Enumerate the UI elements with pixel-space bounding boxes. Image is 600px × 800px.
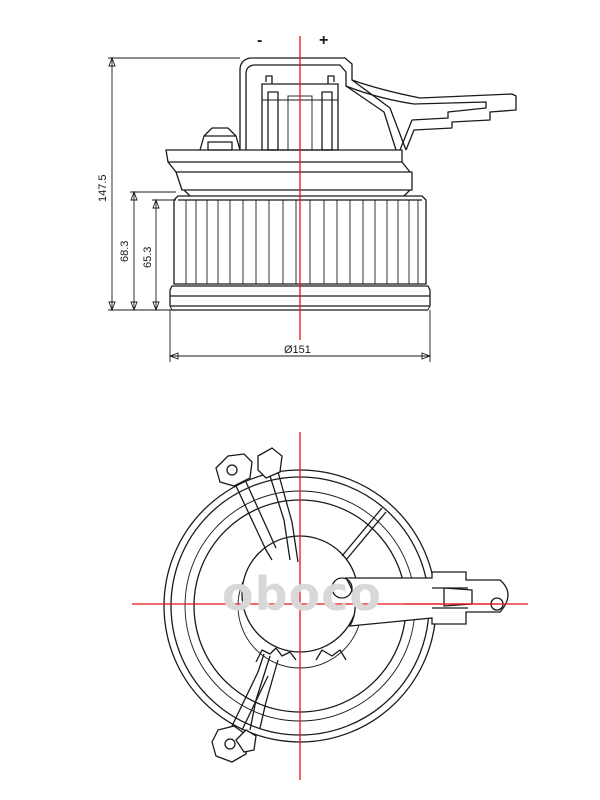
housing-height-label: 68.3	[119, 241, 131, 262]
minus-terminal-label: -	[257, 32, 262, 49]
motor-housing	[165, 127, 413, 197]
overall-height-label: 147.5	[97, 174, 109, 202]
fan-blades	[185, 200, 419, 284]
top-view	[132, 432, 528, 780]
dimension-lines	[108, 56, 432, 362]
connector-arm	[331, 571, 509, 627]
upper-terminal	[215, 447, 299, 563]
plus-terminal-label: +	[319, 32, 328, 49]
side-view: - + 147.5 68.3 65.3 Ø151	[97, 32, 517, 362]
watermark-logo: oboco	[222, 567, 382, 621]
connector-housing	[239, 57, 517, 151]
diameter-label: Ø151	[284, 344, 311, 356]
fan-height-label: 65.3	[142, 247, 154, 268]
lower-terminal	[211, 647, 347, 763]
